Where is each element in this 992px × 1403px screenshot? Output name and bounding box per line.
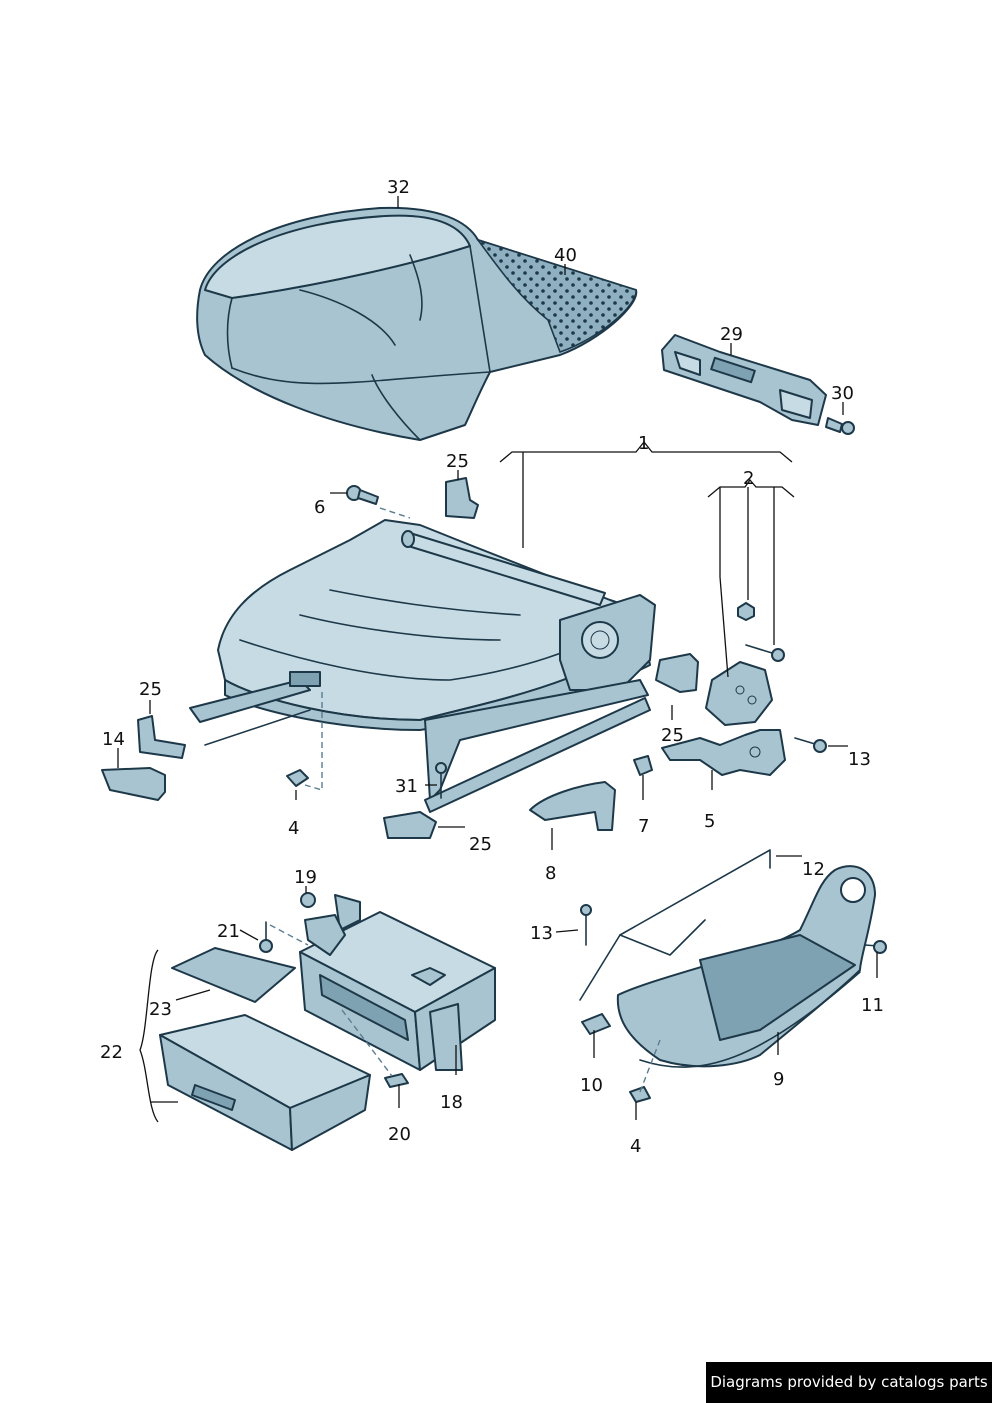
credit-banner: Diagrams provided by catalogs parts xyxy=(706,1362,992,1403)
callout-30: 30 xyxy=(831,383,854,404)
clip-part-10 xyxy=(581,1013,611,1035)
callout-40: 40 xyxy=(554,245,577,266)
clip-part-25-right xyxy=(655,653,699,693)
nut-part-4-left xyxy=(286,769,309,787)
callout-12: 12 xyxy=(802,859,825,880)
plate-part-5 xyxy=(661,729,786,776)
rod-part-12 xyxy=(579,849,771,1001)
callout-6: 6 xyxy=(314,497,325,518)
bolt-part-6 xyxy=(346,485,379,505)
callout-1: 1 xyxy=(638,433,649,454)
callout-29: 29 xyxy=(720,324,743,345)
screw-part-30 xyxy=(825,417,855,435)
callout-21: 21 xyxy=(217,921,240,942)
callout-22: 22 xyxy=(100,1042,123,1063)
clip-part-7 xyxy=(633,755,653,776)
cover-part-14 xyxy=(101,767,166,801)
callout-14: 14 xyxy=(102,729,125,750)
callout-23: 23 xyxy=(149,999,172,1020)
callout-31: 31 xyxy=(395,776,418,797)
bracket-part-19 xyxy=(300,892,346,956)
callout-32: 32 xyxy=(387,177,410,198)
clip-part-25-top xyxy=(445,477,479,519)
callout-10: 10 xyxy=(580,1075,603,1096)
callout-11: 11 xyxy=(861,995,884,1016)
bolt-part-21 xyxy=(259,921,273,953)
clip-part-25-bottom xyxy=(383,811,437,839)
leader-lines xyxy=(117,196,878,1120)
callout-18: 18 xyxy=(440,1092,463,1113)
callout-4-right: 4 xyxy=(630,1136,641,1157)
callout-2: 2 xyxy=(743,468,754,489)
seat-frame-part-1 xyxy=(189,519,656,813)
callout-19: 19 xyxy=(294,867,317,888)
callout-20: 20 xyxy=(388,1124,411,1145)
screw-part-13-right xyxy=(794,737,827,753)
callout-25-right: 25 xyxy=(661,725,684,746)
screw-part-31 xyxy=(435,762,447,799)
drawer-bracket-22 xyxy=(139,949,159,1123)
drawer-part-22 xyxy=(159,1014,371,1151)
nut-part-4-right xyxy=(629,1086,651,1103)
callout-13-right: 13 xyxy=(848,749,871,770)
screw-part-13-lower xyxy=(580,904,592,946)
bracket-part-29 xyxy=(661,334,827,426)
nut-part-20 xyxy=(384,1073,409,1088)
side-trim-part-9 xyxy=(616,865,876,1068)
callout-25-top: 25 xyxy=(446,451,469,472)
seat-cushion-heating-pad-part-40 xyxy=(475,238,637,354)
callout-25-left: 25 xyxy=(139,679,162,700)
callout-5: 5 xyxy=(704,811,715,832)
clip-part-25-left xyxy=(137,715,186,759)
motor-bracket-part-2 xyxy=(705,602,785,726)
drawer-housing-part-18 xyxy=(299,894,496,1071)
callout-8: 8 xyxy=(545,863,556,884)
callout-labels: 32 40 29 30 1 2 25 6 25 14 4 31 25 25 8 … xyxy=(100,177,884,1157)
callout-7: 7 xyxy=(638,816,649,837)
callout-25-bottom: 25 xyxy=(469,834,492,855)
callout-4-left: 4 xyxy=(288,818,299,839)
callout-13-lower: 13 xyxy=(530,923,553,944)
handle-part-8 xyxy=(529,781,616,831)
callout-9: 9 xyxy=(773,1069,784,1090)
mat-part-23 xyxy=(171,947,296,1003)
screw-part-11 xyxy=(864,940,887,954)
